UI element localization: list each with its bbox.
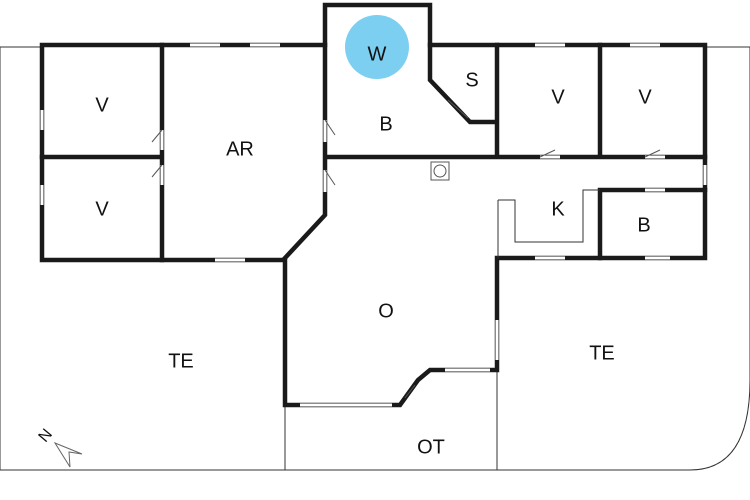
room-label-v: V	[551, 86, 565, 108]
svg-text:N: N	[36, 426, 56, 446]
w-circle	[345, 15, 409, 79]
room-label-v: V	[638, 86, 652, 108]
room-label-ot: OT	[417, 436, 445, 458]
doors	[151, 99, 665, 399]
compass-icon: N	[36, 426, 83, 468]
windows	[40, 43, 707, 407]
room-label-o: O	[378, 300, 394, 322]
room-label-b: B	[637, 214, 650, 236]
stove-icon	[430, 161, 450, 181]
room-label-te: TE	[589, 342, 615, 364]
room-label-ar: AR	[226, 138, 254, 160]
room-label-s: S	[465, 69, 478, 91]
room-label-te: TE	[168, 350, 194, 372]
exterior-walls	[39, 2, 708, 408]
room-label-v: V	[95, 198, 109, 220]
room-label-w: W	[368, 43, 387, 65]
ot-outline	[284, 370, 498, 470]
kitchen-counter	[497, 189, 600, 258]
room-label-v: V	[95, 94, 109, 116]
room-label-k: K	[551, 198, 565, 220]
room-label-b: B	[379, 113, 392, 135]
